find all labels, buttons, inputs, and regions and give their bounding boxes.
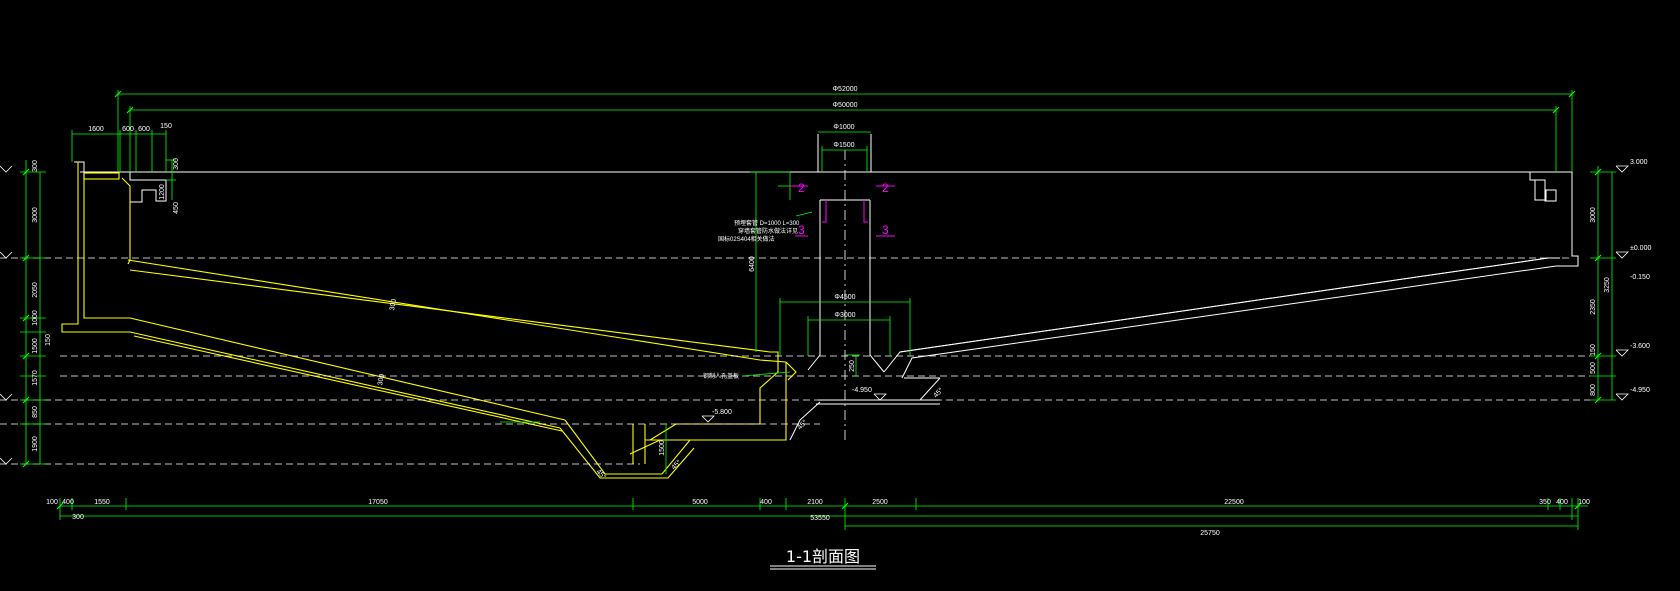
dim-bottom-seg12: 100 <box>1578 499 1590 506</box>
dimension-lines <box>20 90 1616 530</box>
level-0000: ±0.000 <box>1630 245 1651 252</box>
wall-height-label: 6400 <box>749 256 756 272</box>
dim-left-wall-d: 150 <box>160 123 172 130</box>
dim-bottom-seg1: 100 <box>46 499 58 506</box>
dim-bottom-total: 53550 <box>810 515 830 522</box>
dim-bottom-seg3: 1550 <box>94 499 110 506</box>
dim-left-v5: 150 <box>45 334 52 346</box>
level-lines <box>0 257 1590 465</box>
dim-overall-outer: Φ52000 <box>832 86 857 93</box>
level-minus-4950-center: -4.950 <box>852 387 872 394</box>
note-line-3: 国标02S404相关做法 <box>718 235 775 243</box>
dim-center-low-outer: Φ4500 <box>834 294 855 301</box>
section-mark-2-right: 2 <box>882 181 889 195</box>
dim-bottom-right-half: 25750 <box>1200 530 1220 537</box>
dim-center-inner: Φ1500 <box>833 142 854 149</box>
slab-thickness-label-2: 300 <box>377 373 386 386</box>
slab-thickness-label-1: 300 <box>389 298 398 311</box>
ramp-note: 钢制人孔盖板 <box>703 372 739 380</box>
dim-left-wall-a: 1600 <box>88 126 104 133</box>
trough-top-label: 300 <box>173 158 180 170</box>
dim-right-v1: 3000 <box>1590 207 1597 223</box>
level-3000: 3.000 <box>1630 159 1648 166</box>
dim-center-low-inner: Φ3000 <box>834 312 855 319</box>
dim-bottom-seg11: 400 <box>1556 499 1568 506</box>
center-height-label: 250 <box>849 360 856 372</box>
trough-height-label: 450 <box>173 202 180 214</box>
dim-right-v3: 2350 <box>1590 299 1597 315</box>
dim-bottom-seg5: 5000 <box>692 499 708 506</box>
dim-right-v5: 500 <box>1590 362 1597 374</box>
trough-width-label: 1200 <box>159 184 166 200</box>
dim-bottom-seg4: 17050 <box>368 499 388 506</box>
dim-right-v4: 150 <box>1590 344 1597 356</box>
dim-left-v9: 1900 <box>32 436 39 452</box>
dim-bottom-seg9: 22500 <box>1224 499 1244 506</box>
note-line-1: 预埋套管 D=1000 L=300 <box>734 219 800 227</box>
section-mark-lines <box>790 185 895 237</box>
dim-ticks <box>22 90 1602 510</box>
dim-left-v3: 2050 <box>32 282 39 298</box>
angle-label-1: 45° <box>595 468 608 481</box>
dimension-texts: Φ52000 Φ50000 1600 600 600 150 Φ1000 Φ15… <box>32 86 1651 537</box>
angle-label-4: 45° <box>932 386 945 399</box>
dim-right-v6: 800 <box>1590 384 1597 396</box>
dim-bottom-seg10: 350 <box>1539 499 1551 506</box>
dim-bottom-seg2: 400 <box>62 499 74 506</box>
level-minus-3600: -3.600 <box>1630 343 1650 350</box>
section-mark-3-right: 3 <box>882 223 889 237</box>
section-mark-2-left: 2 <box>798 181 805 195</box>
dim-left-v7: 1570 <box>32 370 39 386</box>
angle-label-2: 45° <box>670 458 683 471</box>
dim-left-wall-c: 600 <box>138 126 150 133</box>
dim-left-v1: 300 <box>32 160 39 172</box>
dim-right-v2: 3250 <box>1604 277 1611 293</box>
dim-bottom-seg8: 2500 <box>872 499 888 506</box>
section-mark-texts: 2 2 3 3 <box>798 181 889 237</box>
level-minus-4950: -4.950 <box>1630 387 1650 394</box>
title-underline <box>770 565 876 570</box>
dim-bottom-sub-left: 300 <box>72 514 84 521</box>
section-mark-3-left: 3 <box>798 223 805 237</box>
level-minus-0150: -0.150 <box>1630 274 1650 281</box>
level-minus-5800: -5.800 <box>712 409 732 416</box>
angle-label-3: 45° <box>796 418 809 431</box>
dim-bottom-seg7: 2100 <box>807 499 823 506</box>
dim-left-wall-b: 600 <box>122 126 134 133</box>
dim-overall-inner: Φ50000 <box>832 102 857 109</box>
yellow-structure <box>61 162 797 479</box>
level-markers <box>0 165 1629 465</box>
sump-height-label: 1500 <box>659 440 666 456</box>
dim-bottom-seg6: 400 <box>760 499 772 506</box>
dim-left-v4: 1000 <box>32 310 39 326</box>
drawing-title: 1-1剖面图 <box>786 547 860 566</box>
dim-left-v2: 3000 <box>32 207 39 223</box>
dim-left-v8: 850 <box>32 406 39 418</box>
dim-center-outer: Φ1000 <box>833 124 854 131</box>
note-line-2: 穿墙套管防水做法详见 <box>738 227 798 235</box>
dim-left-v6: 1500 <box>32 338 39 354</box>
